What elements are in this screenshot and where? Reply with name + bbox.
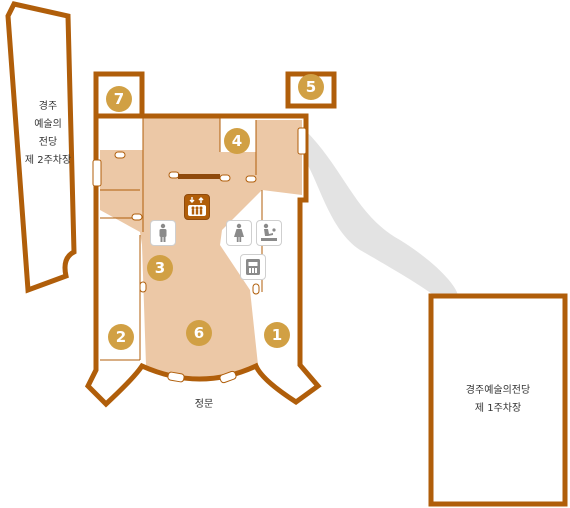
parking-lot-1-outline <box>428 293 568 507</box>
nursing-room-icon-glyph <box>261 223 277 241</box>
doors <box>92 127 307 384</box>
main-gate-label: 정문 <box>194 399 214 410</box>
parking-lot-2-label-line: 제 2주차장 <box>24 155 72 166</box>
main-building-wall <box>84 113 322 408</box>
location-marker-5[interactable]: 5 <box>298 74 324 100</box>
location-marker-6[interactable]: 6 <box>186 320 212 346</box>
atm-icon-glyph <box>246 259 260 275</box>
female-restroom-icon[interactable] <box>226 220 252 246</box>
parking-lot-2-label-line: 예술의 <box>34 119 62 130</box>
location-marker-7[interactable]: 7 <box>106 86 132 112</box>
location-marker-1[interactable]: 1 <box>264 322 290 348</box>
location-marker-2[interactable]: 2 <box>108 324 134 350</box>
parking-lot-1-label-line: 제 1주차장 <box>474 403 522 414</box>
parking-lot-2-label-line: 경주 <box>38 101 58 112</box>
female-restroom-icon-glyph <box>234 223 244 242</box>
lobby-floor <box>100 118 302 380</box>
male-restroom-icon-glyph <box>159 223 167 242</box>
elevator-icon[interactable] <box>184 194 210 220</box>
location-marker-4[interactable]: 4 <box>224 128 250 154</box>
access-road <box>305 130 459 298</box>
parking-lot-1-label-line: 경주예술의전당 <box>465 385 531 396</box>
parking-lot-2-label: 경주 예술의 전당 제 2주차장 <box>8 98 88 170</box>
elevator-icon-glyph <box>188 197 206 216</box>
elevator-wall <box>178 174 220 179</box>
parking-lot-2-label-line: 전당 <box>38 137 58 148</box>
male-restroom-icon[interactable] <box>150 220 176 246</box>
parking-lot-1-label: 경주예술의전당 제 1주차장 <box>448 382 548 418</box>
location-marker-3[interactable]: 3 <box>147 255 173 281</box>
atm-icon[interactable] <box>240 254 266 280</box>
nursing-room-icon[interactable] <box>256 220 282 246</box>
parking-lot-2-outline <box>5 1 77 294</box>
